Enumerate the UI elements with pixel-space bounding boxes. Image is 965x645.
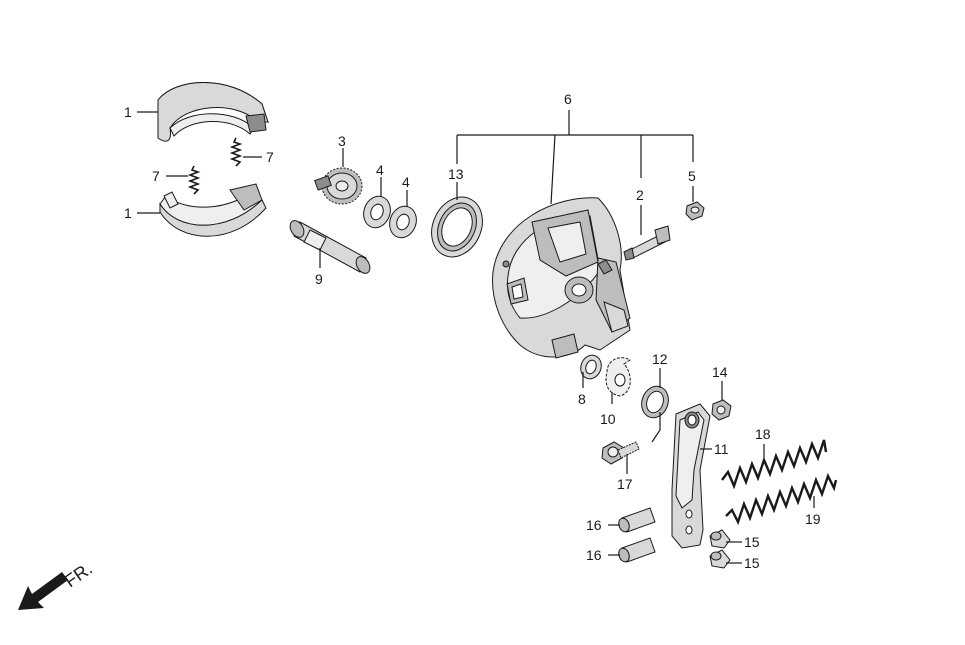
label-18: 18 (755, 426, 771, 442)
label-4a: 4 (376, 162, 384, 178)
leader-6-bracket (456, 110, 694, 205)
nut-5 (685, 201, 705, 221)
label-15a: 15 (744, 534, 760, 550)
label-1b: 1 (124, 205, 132, 221)
clip-15b (709, 549, 731, 569)
pin-16b (618, 537, 656, 563)
label-17: 17 (617, 476, 633, 492)
adjusting-bolt (623, 225, 671, 261)
brake-camshaft (289, 220, 371, 274)
brake-panel (492, 197, 631, 359)
label-7a: 7 (266, 149, 274, 165)
label-11: 11 (714, 441, 729, 457)
wear-indicator (605, 357, 631, 397)
clip-15a (709, 529, 731, 549)
label-8: 8 (578, 391, 586, 407)
label-15b: 15 (744, 555, 760, 571)
spring-7-upper (229, 137, 243, 167)
brake-arm (671, 403, 711, 549)
bolt-17 (601, 441, 640, 465)
spring-18 (721, 439, 828, 490)
label-12: 12 (652, 351, 668, 367)
return-spring-12 (641, 385, 669, 443)
washer-8 (580, 354, 602, 380)
label-10: 10 (600, 411, 616, 427)
label-3: 3 (338, 133, 346, 149)
label-9: 9 (315, 271, 323, 287)
oil-seal (431, 196, 483, 258)
washer-4a (363, 195, 391, 229)
label-6: 6 (564, 91, 572, 107)
label-13: 13 (448, 166, 464, 182)
spring-7-lower (187, 165, 201, 195)
label-7b: 7 (152, 168, 160, 184)
pin-16a (618, 507, 656, 533)
label-5: 5 (688, 168, 696, 184)
label-16a: 16 (586, 517, 602, 533)
label-19: 19 (805, 511, 821, 527)
label-1a: 1 (124, 104, 132, 120)
spring-19 (725, 472, 838, 526)
label-14: 14 (712, 364, 728, 380)
brake-cam-gear (314, 167, 363, 205)
front-direction-label: FR. (61, 558, 96, 591)
arrow-down-left-icon (18, 572, 68, 610)
nut-14 (711, 399, 732, 421)
label-4b: 4 (402, 174, 410, 190)
label-2: 2 (636, 187, 644, 203)
brake-shoe-upper (157, 82, 269, 142)
brake-shoe-lower (159, 183, 267, 237)
label-16b: 16 (586, 547, 602, 563)
washer-4b (389, 205, 417, 239)
